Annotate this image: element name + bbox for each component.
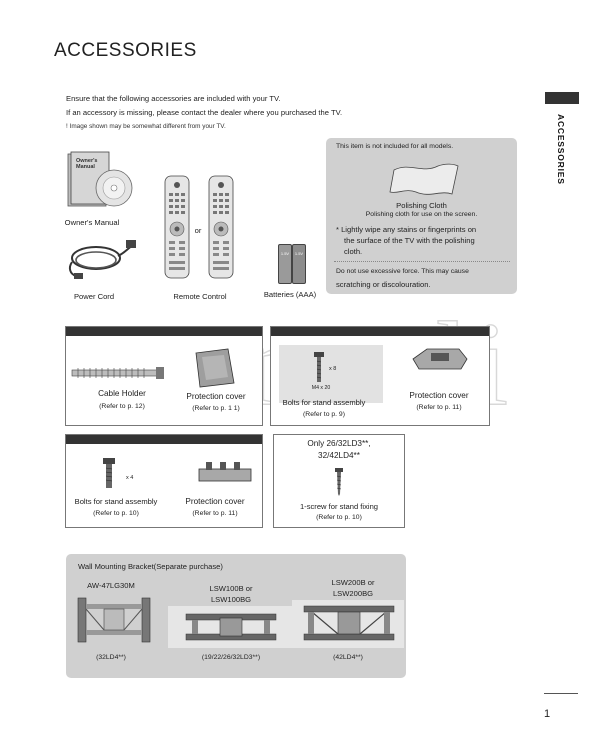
accessory-panel-3: x 4 Bolts for stand assembly (Refer to p…: [65, 434, 263, 528]
bolts-ref: (Refer to p. 9): [303, 411, 345, 418]
protection-cover-icon: [195, 348, 235, 388]
intro-line-2: If an accessory is missing, please conta…: [66, 108, 343, 117]
battery-icon: 1.5V: [278, 244, 292, 284]
bracket-3-models: (42LD4**): [333, 654, 363, 661]
wall-bracket-1-icon: [77, 597, 151, 643]
manual-book-icon: [67, 151, 133, 207]
battery-icon: 1.5V: [292, 244, 306, 284]
battery-voltage-label: 1.5V: [294, 251, 304, 256]
polishing-box-header: This item is not included for all models…: [336, 143, 454, 150]
polishing-cloth-desc: Polishing cloth for use on the screen.: [365, 211, 478, 218]
bracket-2-name-line-1: LSW100B or: [209, 584, 253, 593]
owners-manual-label: Owner's Manual: [64, 218, 120, 227]
bolts-image-area: [279, 345, 383, 403]
section-side-label: ACCESSORIES: [556, 114, 566, 185]
panel-header: [66, 435, 262, 444]
bracket-1-models: (32LD4**): [96, 654, 126, 661]
polishing-warning-line-2: scratching or discolouration.: [336, 280, 431, 289]
screw-ref: (Refer to p. 10): [316, 514, 362, 521]
protection-cover-ref: (Refer to p. 11): [192, 510, 238, 517]
cable-holder-label: Cable Holder: [98, 389, 146, 398]
page-number: 1: [544, 708, 551, 720]
wall-mount-box: Wall Mounting Bracket(Separate purchase)…: [66, 554, 406, 678]
bracket-2-name-line-2: LSW100BG: [210, 595, 252, 604]
power-cord-icon: [68, 240, 136, 279]
protection-cover-label: Protection cover: [186, 392, 246, 401]
footer-rule: [544, 693, 578, 694]
bolt-size: M4 x 20: [311, 385, 331, 391]
batteries-label: Batteries (AAA): [263, 290, 317, 299]
polishing-warning-line-1: Do not use excessive force. This may cau…: [336, 268, 469, 275]
battery-voltage-label: 1.5V: [280, 251, 290, 256]
panel-header: [66, 327, 262, 336]
accessory-panel-4: Only 26/32LD3**, 32/42LD4** 1-screw for …: [273, 434, 405, 528]
owners-manual-illustration: Owner's Manual: [66, 150, 138, 212]
dotted-divider: [334, 261, 510, 262]
polishing-bullet-line-3: cloth.: [344, 247, 363, 256]
page-title: ACCESSORIES: [54, 40, 197, 61]
protection-cover-ref: (Refer to p. 11): [416, 404, 462, 411]
bolt-quantity: x 8: [329, 366, 337, 372]
intro-line-1: Ensure that the following accessories ar…: [66, 94, 281, 103]
remote-control-label: Remote Control: [173, 292, 227, 301]
protection-cover-label: Protection cover: [185, 497, 245, 506]
protection-cover-icon: [198, 462, 252, 482]
polishing-bullet-line-1: * Lightly wipe any stains or fingerprint…: [336, 225, 477, 234]
protection-cover-label: Protection cover: [409, 391, 469, 400]
models-line-2: 32/42LD4**: [318, 451, 360, 460]
polishing-cloth-box: This item is not included for all models…: [326, 138, 517, 294]
accessory-panel-1: Cable Holder (Refer to p. 12) Protection…: [65, 326, 263, 426]
bracket-1-name: AW-47LG30M: [87, 581, 135, 590]
image-disclaimer-note: ! Image shown may be somewhat different …: [66, 123, 226, 130]
remote-control-icon: [164, 175, 190, 279]
accessory-panel-2: x 8 M4 x 20 Bolts for stand assembly (Re…: [270, 326, 490, 426]
bracket-3-name-line-1: LSW200B or: [331, 578, 375, 587]
bracket-2-models: (19/22/26/32LD3**): [201, 654, 261, 661]
bolts-label: Bolts for stand assembly: [74, 497, 158, 506]
power-cord-label: Power Cord: [73, 292, 115, 301]
wall-bracket-3-icon: [303, 605, 395, 641]
bolts-ref: (Refer to p. 10): [93, 510, 139, 517]
cable-holder-ref: (Refer to p. 12): [99, 403, 145, 410]
polishing-bullet-line-2: the surface of the TV with the polishing: [344, 236, 475, 245]
screw-label: 1-screw for stand fixing: [299, 502, 379, 511]
protection-cover-icon: [412, 348, 468, 370]
bolts-label: Bolts for stand assembly: [282, 398, 366, 407]
wall-bracket-2-icon: [185, 613, 277, 641]
wall-mount-title: Wall Mounting Bracket(Separate purchase): [78, 562, 223, 571]
panel-header: [271, 327, 489, 336]
bolt-quantity: x 4: [126, 475, 134, 481]
cable-holder-icon: [71, 367, 164, 379]
bolt-icon: [314, 352, 324, 382]
section-tab-marker: [545, 92, 579, 104]
polishing-cloth-title: Polishing Cloth: [396, 201, 447, 210]
protection-cover-ref: (Refer to p. 1 1): [192, 405, 240, 412]
remote-control-alt-icon: [208, 175, 234, 279]
bolt-icon: [103, 458, 115, 488]
polishing-cloth-icon: [389, 163, 459, 195]
manual-cover-text: Owner's Manual: [76, 158, 98, 170]
or-text: or: [194, 226, 202, 235]
bracket-3-name-line-2: LSW200BG: [332, 589, 374, 598]
screw-icon: [335, 468, 343, 496]
models-line-1: Only 26/32LD3**,: [307, 439, 371, 448]
